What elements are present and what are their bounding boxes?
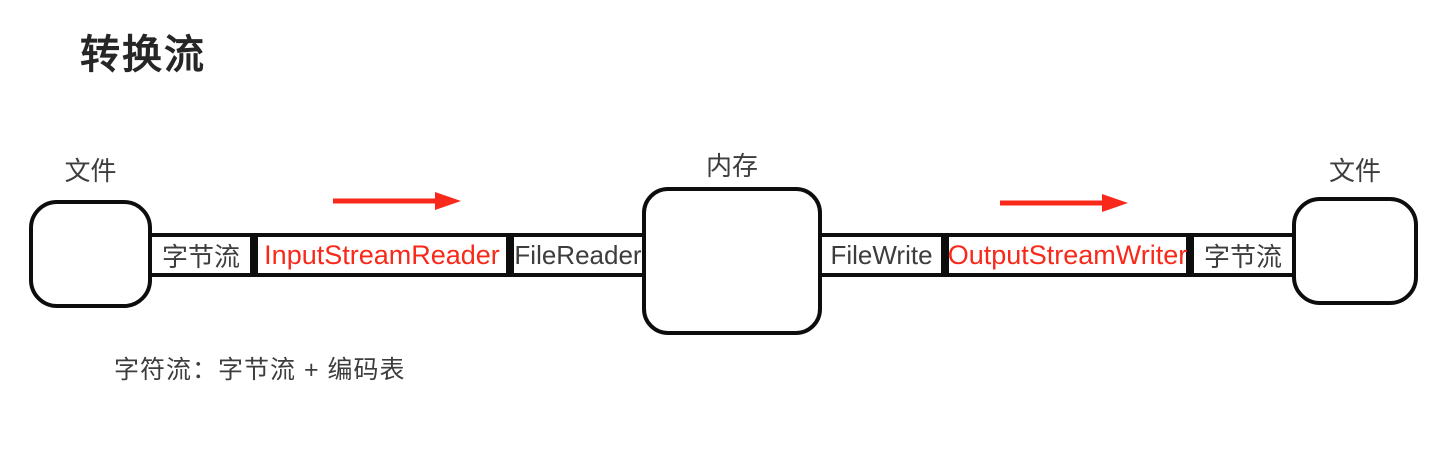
memory-node bbox=[642, 187, 822, 335]
right-file-node bbox=[1292, 197, 1418, 305]
pipe-cell: InputStreamReader bbox=[254, 233, 510, 277]
right-flow-arrow-icon bbox=[1000, 194, 1128, 212]
pipe-cell: OutputStreamWriter bbox=[945, 233, 1190, 277]
note-text: 字符流：字节流 + 编码表 bbox=[114, 356, 406, 384]
left-file-label: 文件 bbox=[64, 156, 117, 186]
pipe-cell: 字节流 bbox=[148, 233, 254, 277]
memory-label: 内存 bbox=[705, 151, 758, 181]
pipe-cell: FileReader bbox=[510, 233, 646, 277]
pipe-cell: FileWrite bbox=[818, 233, 945, 277]
pipe-cell: 字节流 bbox=[1190, 233, 1296, 277]
left-file-node bbox=[29, 200, 152, 308]
right-file-label: 文件 bbox=[1328, 156, 1381, 186]
page-title: 转换流 bbox=[80, 33, 206, 77]
left-flow-arrow-icon bbox=[333, 192, 461, 210]
